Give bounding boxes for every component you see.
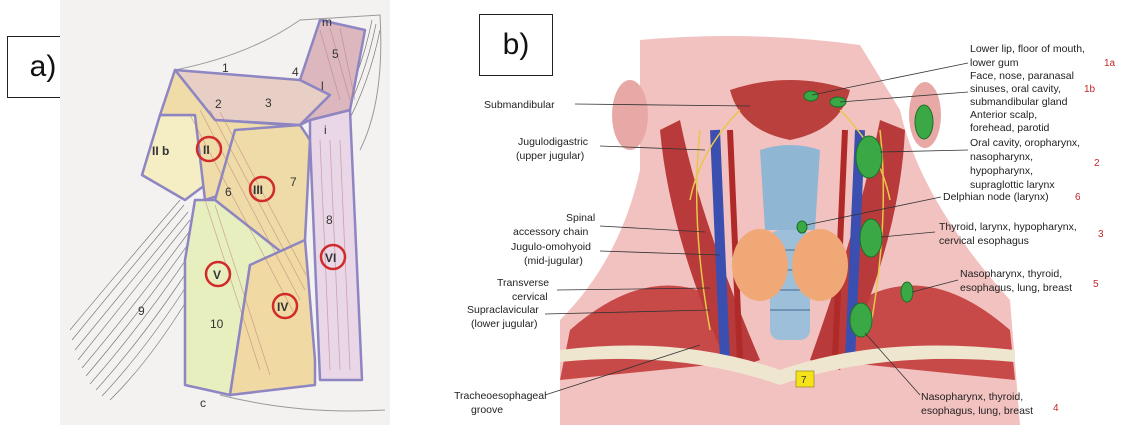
label-lower-jugular: (lower jugular) [471, 318, 538, 330]
node-2 [856, 136, 882, 178]
label-spinal: Spinal [566, 212, 595, 224]
right-label-3: Thyroid, larynx, hypopharynx, cervical e… [939, 221, 1104, 247]
svg-text:Oral cavity, oropharynx,: Oral cavity, oropharynx, [970, 137, 1080, 149]
code-5: 5 [1093, 279, 1099, 290]
right-label-2: Oral cavity, oropharynx, nasopharynx, hy… [970, 137, 1100, 191]
svg-text:submandibular gland: submandibular gland [970, 96, 1068, 108]
label-cervical: cervical [512, 291, 548, 303]
label-groove: groove [471, 404, 503, 416]
label-supraclavicular: Supraclavicular [467, 304, 539, 316]
ear-left [612, 80, 648, 150]
node-4 [850, 303, 872, 337]
svg-text:nasopharynx,: nasopharynx, [970, 151, 1033, 163]
svg-text:Anterior scalp,: Anterior scalp, [970, 109, 1037, 121]
code-4: 4 [1053, 403, 1059, 414]
code-1b: 1b [1084, 84, 1096, 95]
svg-text:esophagus, lung, breast: esophagus, lung, breast [921, 405, 1033, 417]
right-label-6: Delphian node (larynx) 6 [943, 191, 1081, 203]
label-tracheoesophageal: Tracheoesophageal [454, 390, 546, 402]
node-3 [860, 219, 882, 257]
label-submandibular: Submandibular [484, 99, 555, 111]
svg-text:esophagus, lung, breast: esophagus, lung, breast [960, 282, 1072, 294]
svg-text:lower gum: lower gum [970, 57, 1019, 69]
node-parotid [915, 105, 933, 139]
label-mid-jugular: (mid-jugular) [524, 255, 583, 267]
svg-text:Lower lip, floor of mouth,: Lower lip, floor of mouth, [970, 43, 1085, 55]
svg-text:forehead, parotid: forehead, parotid [970, 122, 1050, 134]
svg-text:hypopharynx,: hypopharynx, [970, 165, 1033, 177]
svg-text:Thyroid, larynx, hypopharynx,: Thyroid, larynx, hypopharynx, [939, 221, 1077, 233]
badge-7-label: 7 [801, 375, 807, 386]
code-6: 6 [1075, 192, 1081, 203]
right-label-scalp: Anterior scalp, forehead, parotid [970, 109, 1050, 134]
svg-text:supraglottic larynx: supraglottic larynx [970, 179, 1055, 191]
svg-text:cervical esophagus: cervical esophagus [939, 235, 1029, 247]
svg-text:sinuses, oral cavity,: sinuses, oral cavity, [970, 83, 1061, 95]
label-jugulo-omohyoid: Jugulo-omohyoid [511, 241, 591, 253]
svg-text:Nasopharynx, thyroid,: Nasopharynx, thyroid, [921, 391, 1023, 403]
code-3: 3 [1098, 229, 1104, 240]
node-5 [901, 282, 913, 302]
svg-text:Face, nose, paranasal: Face, nose, paranasal [970, 70, 1074, 82]
right-label-1b: Face, nose, paranasal sinuses, oral cavi… [970, 70, 1096, 108]
node-6 [797, 221, 807, 233]
right-label-1a: Lower lip, floor of mouth, lower gum 1a [970, 43, 1116, 69]
svg-text:Delphian node (larynx): Delphian node (larynx) [943, 191, 1049, 203]
label-upper-jugular: (upper jugular) [516, 150, 584, 162]
node-1a [804, 91, 818, 101]
label-jugulodigastric: Jugulodigastric [518, 136, 588, 148]
label-accessory-chain: accessory chain [513, 226, 588, 238]
code-1a: 1a [1104, 58, 1116, 69]
svg-text:Nasopharynx, thyroid,: Nasopharynx, thyroid, [960, 268, 1062, 280]
code-2: 2 [1094, 158, 1100, 169]
label-transverse: Transverse [497, 277, 549, 289]
